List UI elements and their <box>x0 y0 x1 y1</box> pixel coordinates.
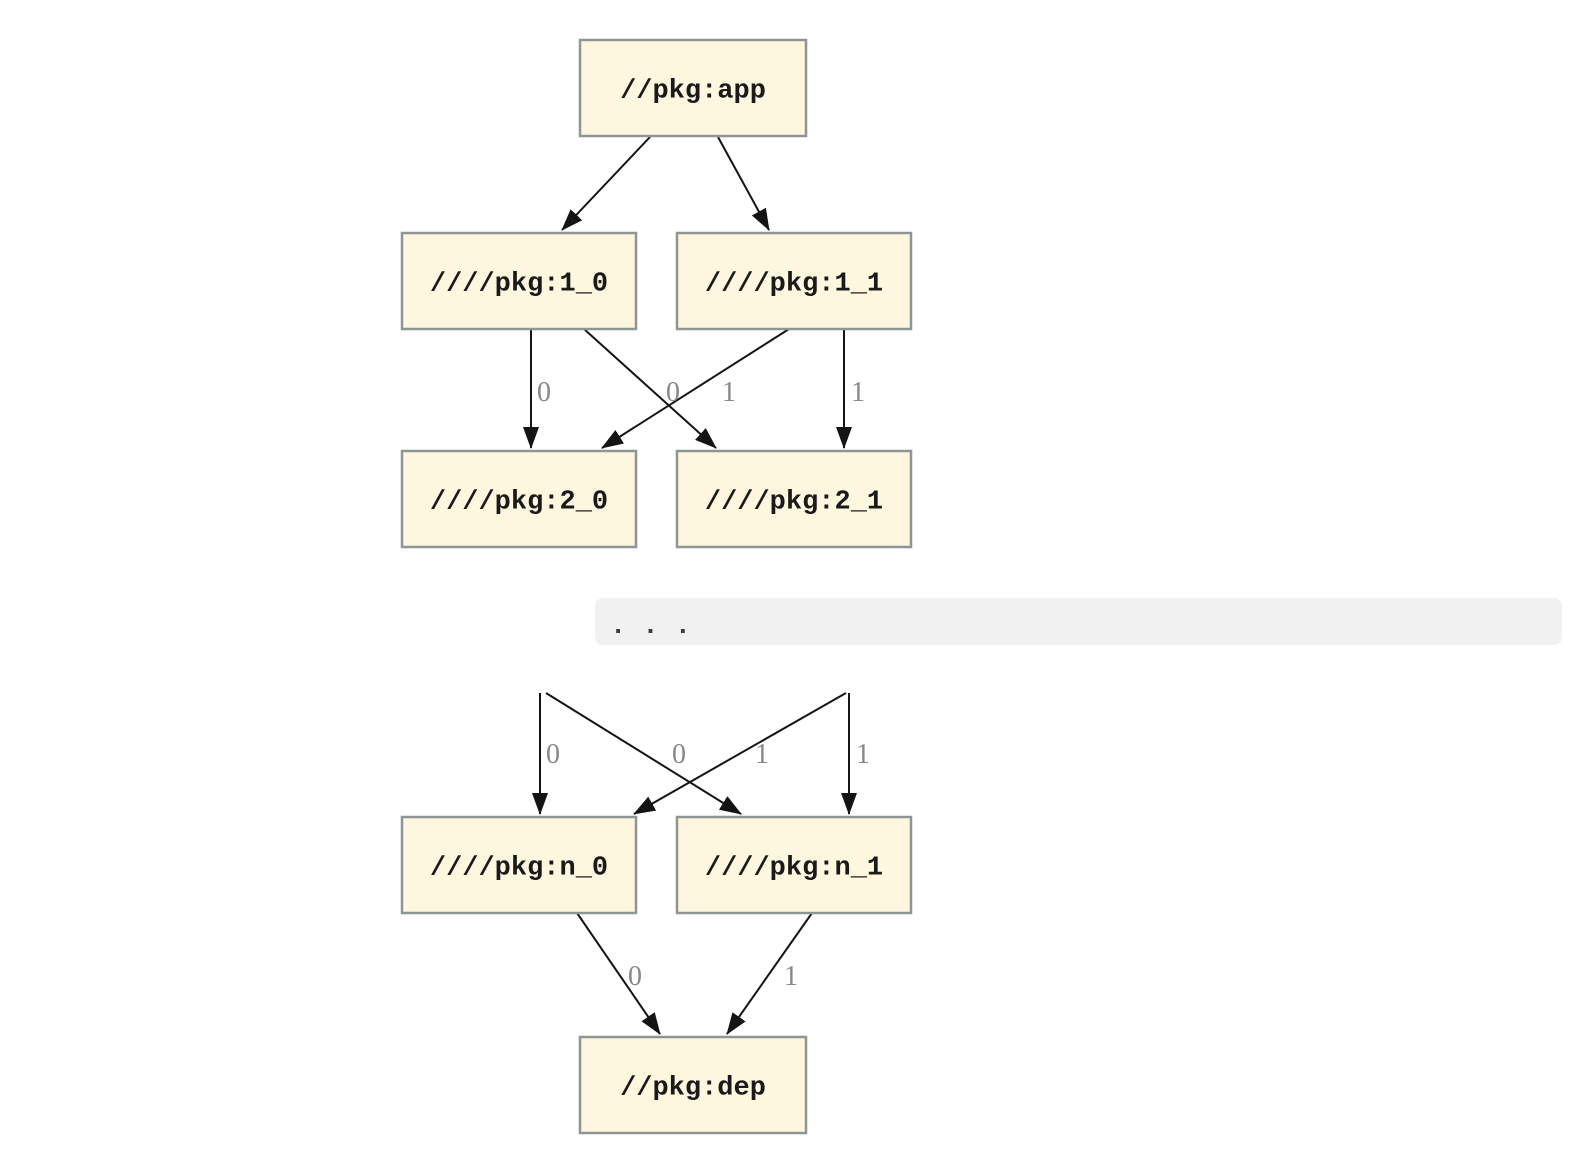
edge-label: 1 <box>722 377 736 408</box>
node-label: ////pkg:2_1 <box>705 488 883 518</box>
graph-edge-1_0-2_0: 0 <box>523 329 551 449</box>
edge-label: 1 <box>784 961 798 992</box>
node-label: //pkg:app <box>620 77 766 107</box>
edge-line <box>545 692 742 815</box>
node-box <box>400 815 638 915</box>
edge-line <box>576 912 661 1035</box>
graph-edge-n_1-dep: 1 <box>726 912 813 1035</box>
node-label: ////pkg:2_0 <box>430 488 608 518</box>
graph-edge-1_1-2_0: 0 <box>601 328 790 449</box>
node-label: ////pkg:n_0 <box>430 854 608 884</box>
graph-edge-ellipsis-n_1: 1 <box>545 692 769 815</box>
edge-line <box>561 136 651 231</box>
ellipsis-band: . . . <box>595 598 1562 645</box>
graph-edge-ellipsis-n_1: 1 <box>841 693 870 815</box>
graph-edge-ellipsis-n_0: 0 <box>633 692 847 815</box>
graph-node-1_1: ////pkg:1_1 <box>675 231 913 331</box>
node-label: ////pkg:1_1 <box>705 270 883 300</box>
node-box <box>400 231 638 331</box>
graph-edge-1_1-2_1: 1 <box>836 329 865 449</box>
edge-label: 1 <box>851 377 865 408</box>
graph-node-2_1: ////pkg:2_1 <box>675 449 913 549</box>
graph-node-n_1: ////pkg:n_1 <box>675 815 913 915</box>
graph-edge-app-1_1 <box>717 136 770 231</box>
edge-label: 1 <box>755 739 769 770</box>
graph-edge-ellipsis-n_0: 0 <box>532 693 560 815</box>
ellipsis-label: . . . <box>610 612 691 642</box>
node-label: ////pkg:n_1 <box>705 854 883 884</box>
edge-label: 0 <box>537 377 551 408</box>
edge-label: 1 <box>856 739 870 770</box>
edge-line <box>601 328 790 449</box>
graph-node-app: //pkg:app <box>578 38 808 138</box>
edge-line <box>717 136 770 231</box>
node-label: //pkg:dep <box>620 1074 766 1104</box>
graph-edge-n_0-dep: 0 <box>576 912 661 1035</box>
node-box <box>578 38 808 138</box>
graph-node-n_0: ////pkg:n_0 <box>400 815 638 915</box>
ellipsis-band-background <box>595 598 1562 645</box>
node-box <box>675 815 913 915</box>
node-box <box>675 231 913 331</box>
edge-line <box>583 328 717 449</box>
node-label: ////pkg:1_0 <box>430 270 608 300</box>
edge-label: 0 <box>672 739 686 770</box>
graph-node-2_0: ////pkg:2_0 <box>400 449 638 549</box>
graph-node-dep: //pkg:dep <box>578 1035 808 1135</box>
edge-label: 0 <box>666 377 680 408</box>
graph-node-1_0: ////pkg:1_0 <box>400 231 638 331</box>
edge-label: 0 <box>546 739 560 770</box>
edge-line <box>726 912 813 1035</box>
graph-edge-1_0-2_1: 1 <box>583 328 736 449</box>
edge-line <box>633 692 847 815</box>
graph-edge-app-1_0 <box>561 136 651 231</box>
node-box <box>400 449 638 549</box>
node-box <box>578 1035 808 1135</box>
node-box <box>675 449 913 549</box>
edge-label: 0 <box>628 961 642 992</box>
